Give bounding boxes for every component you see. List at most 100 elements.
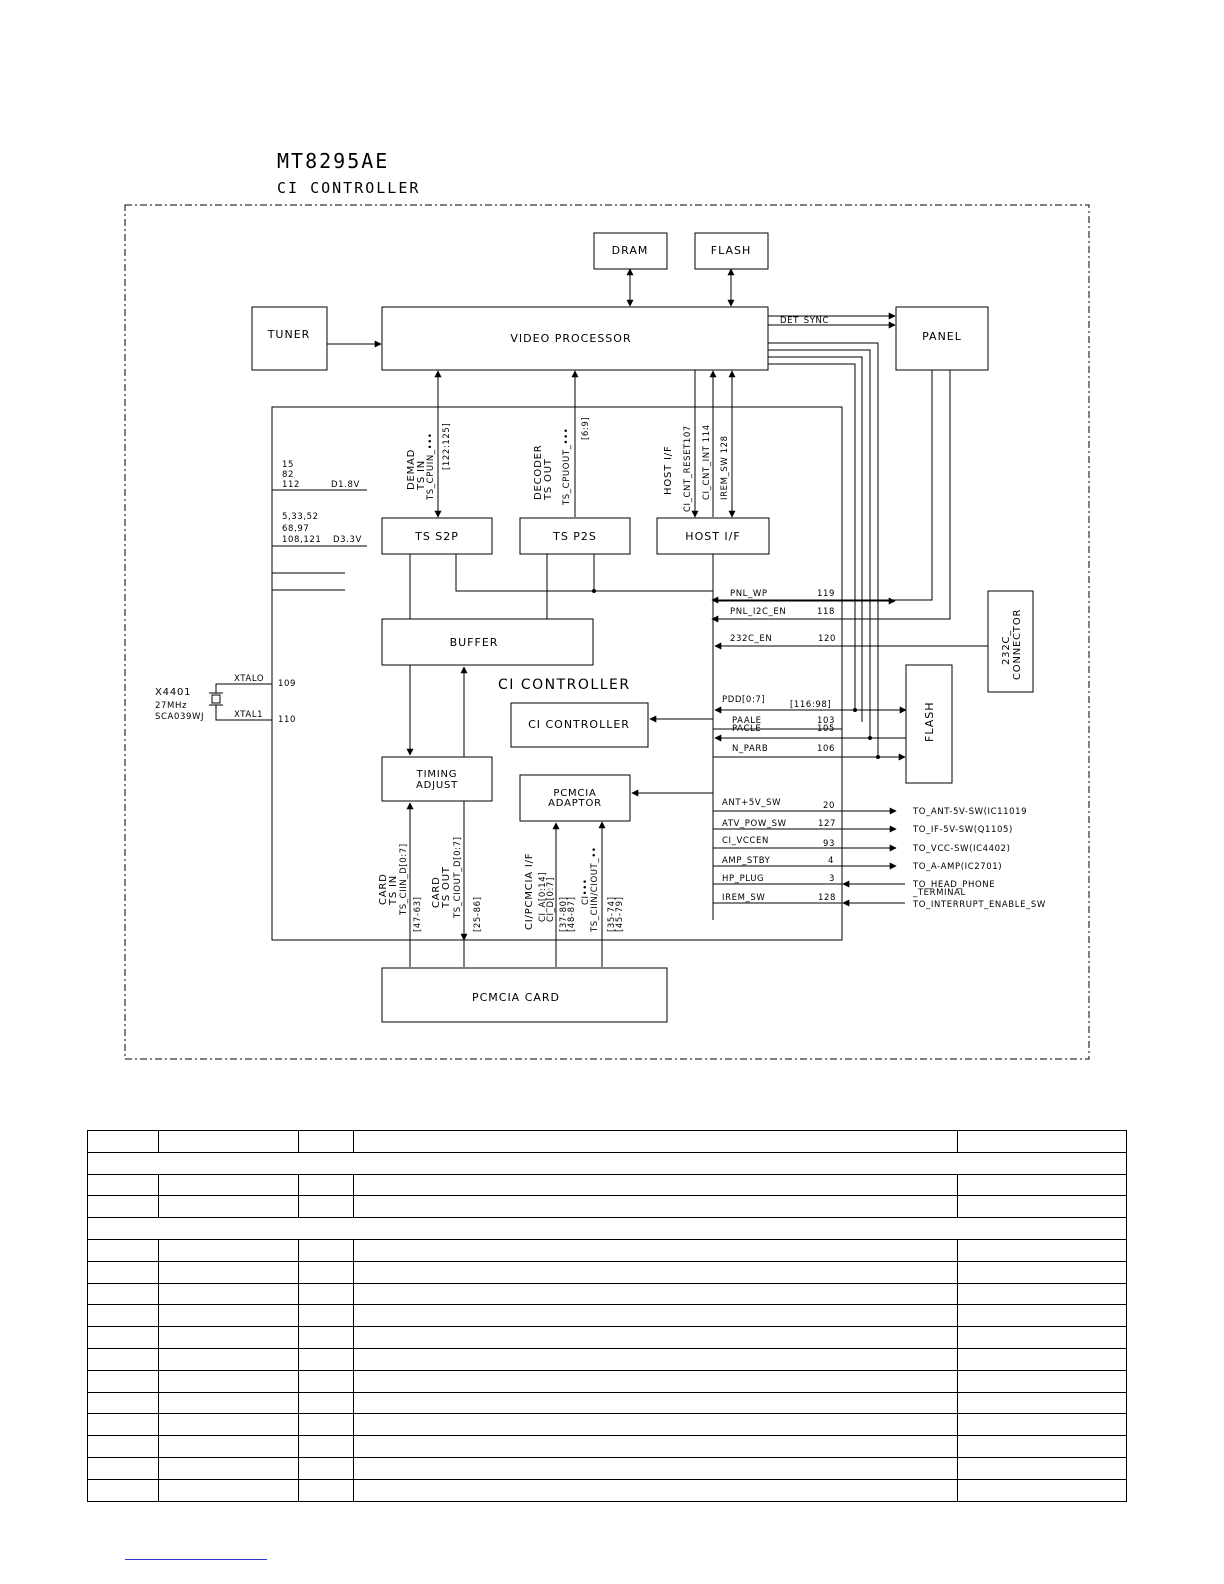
svg-text:ADAPTOR: ADAPTOR bbox=[548, 798, 602, 809]
svg-text:CONNECTOR: CONNECTOR bbox=[1012, 609, 1023, 680]
svg-text:D3.3V: D3.3V bbox=[333, 535, 362, 545]
input-hp-plug: HP_PLUG 3 TO_HEAD_PHONE _TERMINAL bbox=[713, 874, 995, 898]
svg-text:[25-86]: [25-86] bbox=[473, 896, 483, 932]
svg-text:HOST I/F: HOST I/F bbox=[663, 446, 674, 496]
table-row bbox=[87, 1456, 1127, 1480]
svg-text:SCA039WJ: SCA039WJ bbox=[155, 712, 204, 722]
svg-text:PANEL: PANEL bbox=[922, 330, 962, 343]
svg-text:106: 106 bbox=[817, 744, 835, 754]
output-ant5v: ANT+5V_SW 20 TO_ANT-5V-SW(IC11019 bbox=[713, 798, 1027, 817]
block-diagram: DRAM FLASH TUNER VIDEO PROCESSOR PANEL D… bbox=[124, 204, 1090, 1060]
svg-text:CI CONTROLLER: CI CONTROLLER bbox=[528, 718, 630, 731]
power-d33: 5,33,52 68,97 108,121 D3.3V bbox=[272, 512, 367, 591]
signal-pnl-i2c-en: PNL_I2C_EN 118 bbox=[730, 607, 835, 617]
svg-text:TS_CIIN_D[0:7]: TS_CIIN_D[0:7] bbox=[399, 843, 409, 916]
table-section-row bbox=[87, 1217, 1127, 1240]
flash-right-block: FLASH bbox=[905, 664, 953, 784]
svg-text:XTAL1: XTAL1 bbox=[234, 710, 263, 720]
flash-top-block: FLASH bbox=[694, 232, 769, 270]
svg-text:CI_CNT_RESET107: CI_CNT_RESET107 bbox=[683, 425, 693, 512]
svg-text:TS_CIIN/CIOUT_••: TS_CIIN/CIOUT_•• bbox=[590, 847, 600, 933]
svg-text:118: 118 bbox=[817, 607, 835, 617]
svg-text:[122:125]: [122:125] bbox=[442, 423, 452, 470]
signal-232c-en: 232C_EN 120 bbox=[730, 634, 836, 644]
svg-text:CI_VCCEN: CI_VCCEN bbox=[722, 836, 769, 846]
svg-text:PAALE: PAALE bbox=[732, 716, 762, 726]
svg-text:232C_EN: 232C_EN bbox=[730, 634, 772, 644]
svg-text:BUFFER: BUFFER bbox=[450, 636, 499, 649]
output-ci-vccen: CI_VCCEN 93 TO_VCC-SW(IC4402) bbox=[713, 836, 1011, 854]
host-if-label: HOST I/F CI_CNT_RESET107 CI_CNT_INT 114 … bbox=[663, 424, 730, 512]
svg-text:D1.8V: D1.8V bbox=[331, 480, 360, 490]
svg-text:CI_D[0:7]: CI_D[0:7] bbox=[546, 877, 556, 922]
svg-text:PNL_I2C_EN: PNL_I2C_EN bbox=[730, 607, 786, 617]
svg-text:112: 112 bbox=[282, 480, 300, 490]
table-section-row bbox=[87, 1151, 1127, 1175]
power-d18: 15 82 112 D1.8V bbox=[272, 460, 367, 491]
dram-block: DRAM bbox=[593, 232, 668, 270]
crystal-x4401: X4401 27MHz SCA039WJ XTALO XTAL1 109 110 bbox=[155, 674, 296, 725]
svg-text:120: 120 bbox=[818, 634, 836, 644]
svg-text:109: 109 bbox=[278, 679, 296, 689]
svg-text:[45-79]: [45-79] bbox=[615, 896, 625, 932]
svg-text:PCMCIA: PCMCIA bbox=[553, 788, 596, 799]
chip-title: MT8295AE bbox=[277, 149, 390, 173]
svg-text:232C_: 232C_ bbox=[1001, 630, 1012, 665]
svg-text:[37-80]: [37-80] bbox=[559, 896, 569, 932]
svg-text:TS_CPUIN_•••: TS_CPUIN_••• bbox=[426, 433, 436, 501]
ci-controller-block: CI CONTROLLER bbox=[510, 702, 649, 748]
svg-text:TO_HEAD_PHONE: TO_HEAD_PHONE bbox=[912, 880, 995, 890]
pin-table bbox=[87, 1130, 1127, 1502]
svg-text:[47-63]: [47-63] bbox=[413, 896, 423, 932]
svg-text:CI_CNT_INT 114: CI_CNT_INT 114 bbox=[702, 424, 712, 500]
svg-text:ADJUST: ADJUST bbox=[416, 780, 458, 791]
svg-text:ATV_POW_SW: ATV_POW_SW bbox=[722, 819, 787, 829]
svg-text:110: 110 bbox=[278, 715, 296, 725]
chip-subtitle: CI CONTROLLER bbox=[277, 179, 421, 197]
svg-text:XTALO: XTALO bbox=[234, 674, 264, 684]
video-processor-block: VIDEO PROCESSOR bbox=[381, 306, 769, 371]
svg-text:[35-74]: [35-74] bbox=[607, 896, 617, 932]
table-row bbox=[87, 1391, 1127, 1415]
tuner-block: TUNER bbox=[251, 306, 328, 371]
card-in-label: CARD TS IN TS_CIIN_D[0:7] [47-63] bbox=[378, 843, 423, 932]
svg-text:N_PARB: N_PARB bbox=[732, 744, 768, 754]
svg-text:68,97: 68,97 bbox=[282, 524, 309, 534]
svg-text:VIDEO PROCESSOR: VIDEO PROCESSOR bbox=[510, 332, 631, 345]
timing-adjust-block: TIMING ADJUST bbox=[381, 756, 493, 802]
svg-text:128: 128 bbox=[818, 893, 836, 903]
output-amp-stby: AMP_STBY 4 TO_A-AMP(IC2701) bbox=[713, 856, 1002, 872]
svg-text:127: 127 bbox=[818, 819, 836, 829]
svg-text:119: 119 bbox=[817, 589, 835, 599]
svg-text:FLASH: FLASH bbox=[923, 702, 936, 743]
signal-pdd: PDD[0:7] [116:98] bbox=[722, 695, 831, 710]
table-row bbox=[87, 1282, 1127, 1306]
svg-text:TO_VCC-SW(IC4402): TO_VCC-SW(IC4402) bbox=[912, 844, 1011, 854]
pcmcia-adaptor-block: PCMCIA ADAPTOR bbox=[519, 774, 631, 822]
svg-text:IREM_SW: IREM_SW bbox=[722, 893, 765, 903]
ts-s2p-block: TS S2P bbox=[381, 517, 493, 555]
connector-232c: 232C_ CONNECTOR bbox=[987, 590, 1034, 693]
table-row bbox=[87, 1369, 1127, 1393]
svg-text:IREM_SW 128: IREM_SW 128 bbox=[720, 435, 730, 500]
svg-text:CI_A[0:14]: CI_A[0:14] bbox=[538, 872, 548, 922]
svg-text:DEMAD: DEMAD bbox=[406, 449, 417, 490]
svg-text:CARD: CARD bbox=[431, 876, 442, 908]
host-if-block: HOST I/F bbox=[656, 517, 770, 555]
signal-n-parb: N_PARB 106 bbox=[732, 744, 835, 754]
svg-text:108,121: 108,121 bbox=[282, 535, 321, 545]
svg-text:93: 93 bbox=[823, 839, 835, 849]
footer-link-underline[interactable] bbox=[125, 1559, 267, 1560]
svg-text:X4401: X4401 bbox=[155, 687, 191, 698]
ci-misc-label: CI••• TS_CIIN/CIOUT_•• [35-74] [45-79] bbox=[581, 847, 625, 933]
table-row bbox=[87, 1195, 1127, 1219]
svg-text:TO_ANT-5V-SW(IC11019: TO_ANT-5V-SW(IC11019 bbox=[912, 807, 1027, 817]
svg-text:PCMCIA CARD: PCMCIA CARD bbox=[472, 991, 560, 1004]
table-row bbox=[87, 1238, 1127, 1262]
table-row bbox=[87, 1173, 1127, 1197]
output-atv-pow: ATV_POW_SW 127 TO_IF-5V-SW(Q1105) bbox=[713, 819, 1012, 835]
pcmcia-card-block: PCMCIA CARD bbox=[381, 967, 668, 1023]
outer-boundary bbox=[124, 204, 1090, 1060]
svg-text:TUNER: TUNER bbox=[267, 328, 311, 341]
svg-text:TS IN: TS IN bbox=[416, 460, 427, 491]
